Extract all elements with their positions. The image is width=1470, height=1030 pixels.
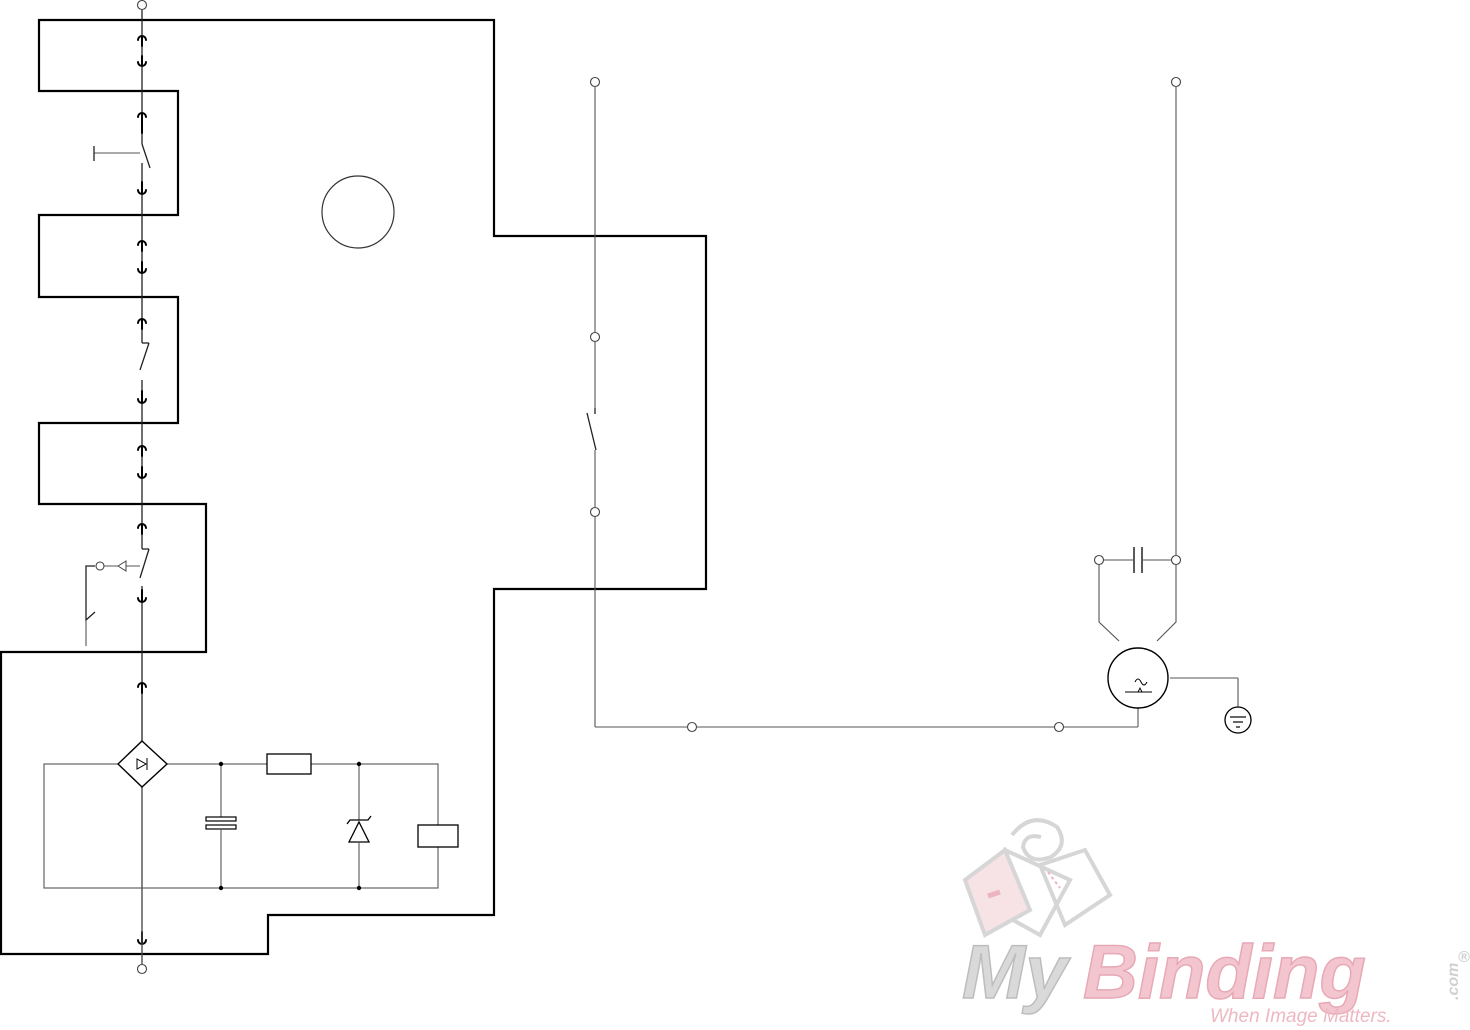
binding-logo-icon [965, 820, 1110, 935]
watermark-registered: ® [1458, 949, 1470, 966]
resistor-icon [267, 754, 311, 774]
component-circle [322, 176, 394, 248]
connector-single-7 [138, 683, 146, 693]
ac-motor-icon [1108, 648, 1168, 708]
switch-branch [591, 78, 1139, 732]
harness-top-terminal [138, 1, 147, 10]
ground-icon [1225, 707, 1251, 733]
harness-boundary [1, 20, 706, 954]
watermark-tagline: When Image Matters. [1210, 1006, 1392, 1027]
polarized-capacitor-icon [206, 762, 236, 890]
watermark-brand-part1: My [962, 930, 1071, 1015]
harness-bottom-terminal [138, 965, 147, 974]
thermal-switch-icon [86, 549, 149, 646]
watermark: My Binding .com ® When Image Matters. [962, 820, 1470, 1027]
watermark-suffix: .com [1445, 963, 1462, 1000]
switch-icon [140, 343, 149, 370]
watermark-brand-part2: Binding [1083, 930, 1366, 1015]
capacitor-icon [1134, 547, 1142, 573]
relay-supply-circuit [44, 764, 438, 964]
zener-diode-icon [347, 762, 371, 890]
bridge-rectifier-icon [118, 741, 167, 787]
relay-coil-icon [418, 825, 458, 847]
motor-branch [1095, 78, 1239, 709]
branch-switch-icon [587, 408, 596, 450]
